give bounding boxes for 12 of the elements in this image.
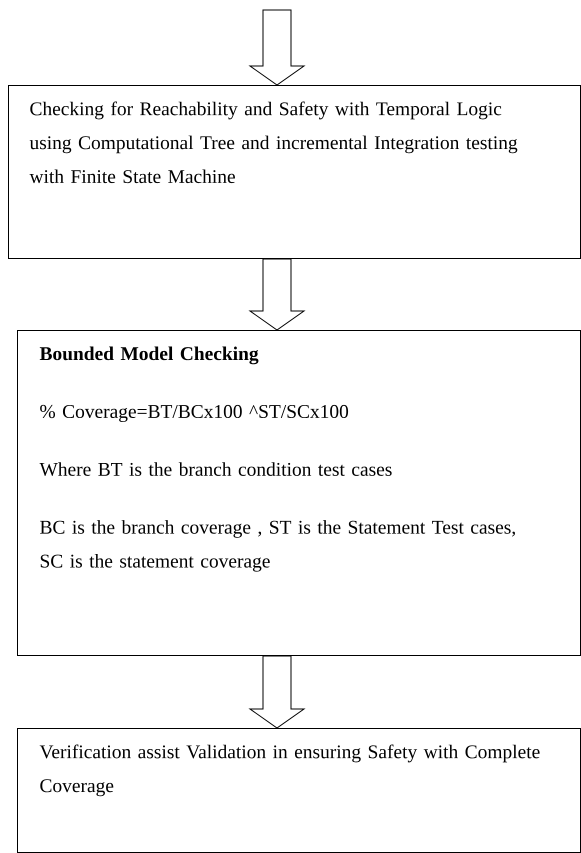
process-box [17,330,581,656]
body-text: Checking for Reachability and Safety with Temporal Logic using Computational Tree and incremental Integration testing with Finite State Machine [30,102,518,184]
block-arrow [248,656,306,729]
heading: Bounded Model Checking [40,346,258,364]
process-box [17,728,581,853]
block-arrow [248,10,306,86]
body-text: Verification assist Validation in ensuring Safety with Complete Coverage [40,744,540,796]
block-arrow [248,258,306,331]
body-text: % Coverage=BT/BCx100 ^ST/SCx100 [40,404,348,422]
body-text: BC is the branch coverage , ST is the Statement Test cases, SC is the statement coverage [40,520,515,572]
process-box [8,85,581,259]
body-text: Where BT is the branch condition test cases [40,462,392,476]
